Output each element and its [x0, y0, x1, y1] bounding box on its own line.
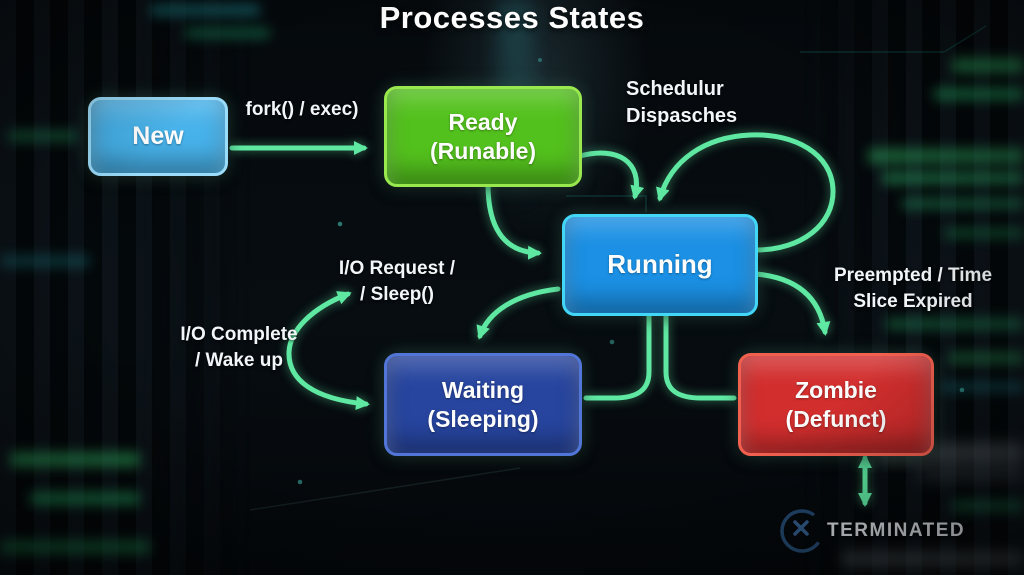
node-sublabel: (Defunct) [785, 405, 887, 432]
node-label: Waiting [441, 377, 525, 404]
arrow-ready-to-running-left [485, 181, 542, 260]
terminated-label: TERMINATED [827, 520, 966, 541]
node-label: New [132, 122, 184, 151]
page-title: Processes States [379, 0, 645, 35]
node-label: Ready [448, 109, 518, 136]
node-sublabel: (Sleeping) [427, 405, 539, 432]
edge-label-io-request: I/O Request / / Sleep() [338, 258, 456, 305]
state-node-running: Running [562, 214, 758, 316]
connector-running-to-zombie-bottom [663, 310, 737, 401]
node-sublabel: (Runable) [429, 137, 537, 164]
state-node-new: New [88, 97, 228, 176]
circle-x-icon [780, 509, 824, 553]
state-node-waiting: Waiting (Sleeping) [384, 353, 582, 456]
edge-label-preempted: Preempted / Time Slice Expired [833, 265, 993, 312]
edge-label-io-complete: I/O Complete / Wake up [180, 324, 298, 371]
connector-running-to-waiting-bottom [583, 310, 652, 401]
arrow-ready-to-running-top [577, 150, 645, 200]
node-label: Running [607, 249, 713, 280]
edge-label-scheduler: Schedulur Dispasches [626, 78, 738, 127]
state-node-ready: Ready (Runable) [384, 86, 582, 187]
node-label: Zombie [795, 377, 877, 404]
edge-label-fork: fork() / exec) [245, 99, 359, 120]
state-node-zombie: Zombie (Defunct) [738, 353, 934, 456]
arrow-running-to-waiting [476, 286, 561, 340]
